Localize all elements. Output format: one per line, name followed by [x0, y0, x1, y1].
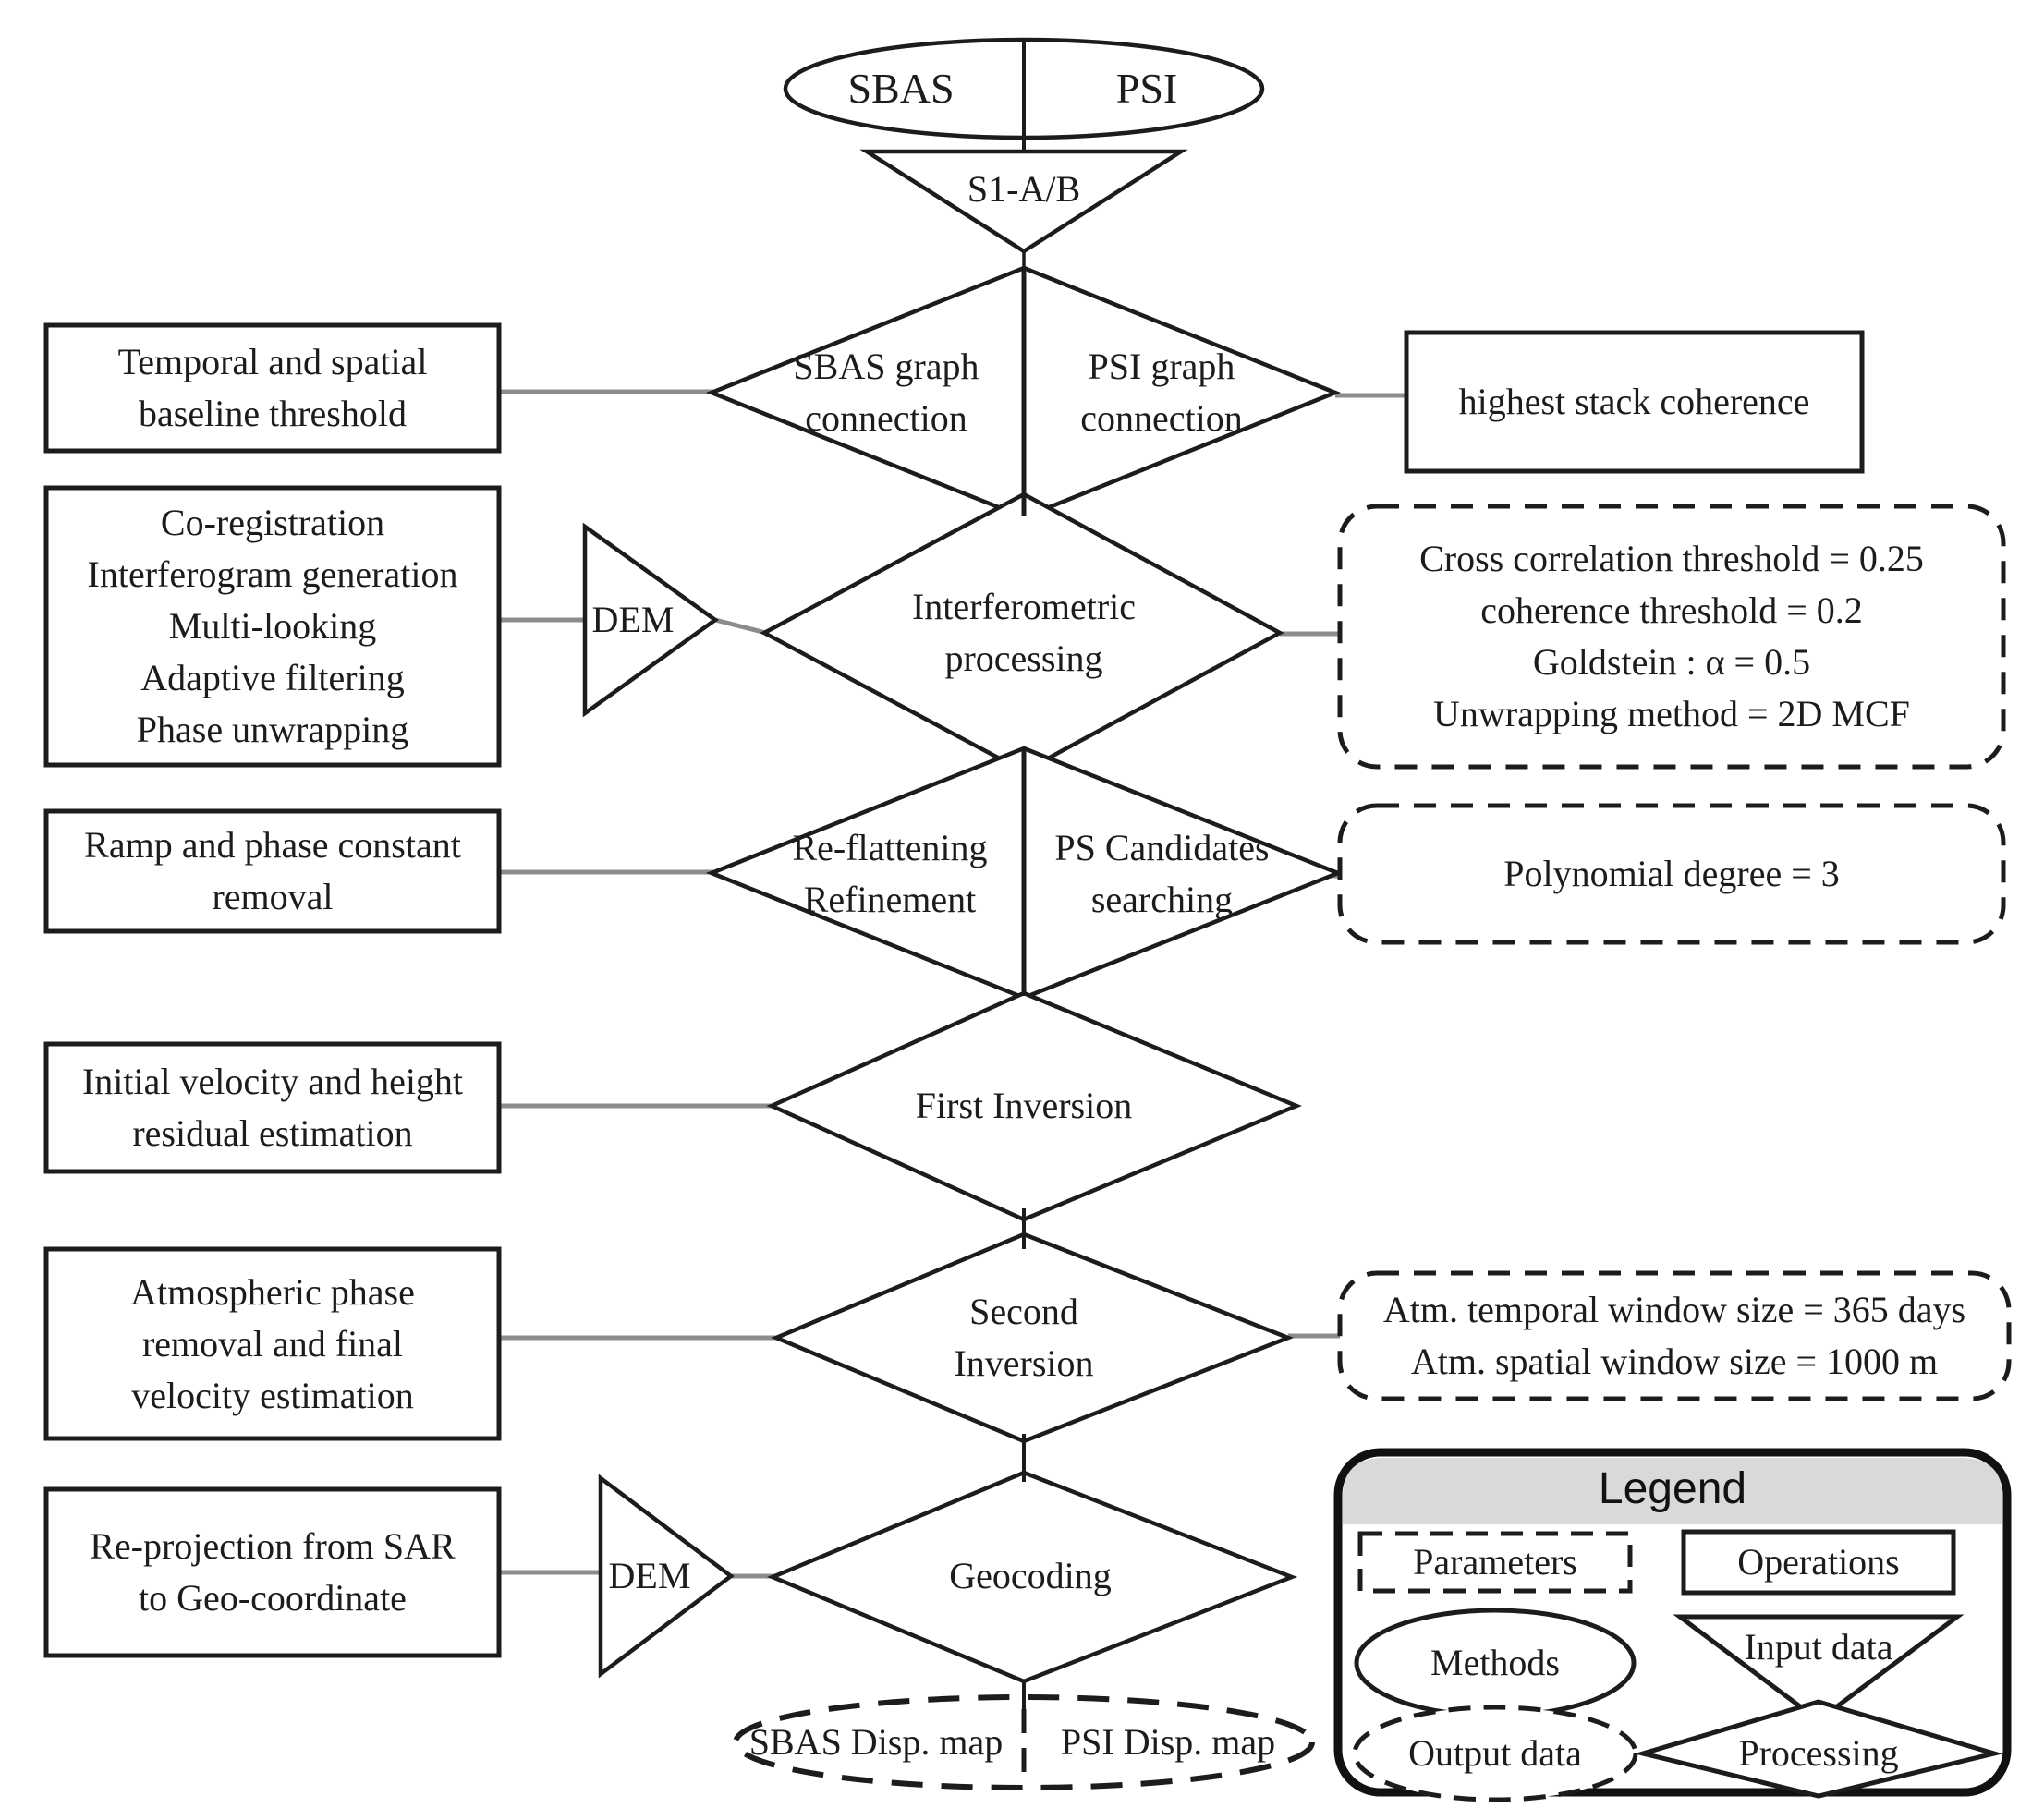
legend-parameters-shape	[1357, 1531, 1633, 1594]
operation-box-atmospheric	[43, 1246, 502, 1441]
legend-operations-shape	[1681, 1529, 1956, 1596]
input-triangle-dem2	[598, 1474, 735, 1679]
connector-dem1-to-interf	[714, 617, 767, 636]
output-ellipse-displacement-maps	[733, 1694, 1315, 1790]
legend-methods-shape	[1354, 1608, 1637, 1718]
input-triangle-dem1	[582, 522, 719, 718]
flowchart-shapes	[43, 37, 2012, 1790]
parameter-box-interferometric	[1337, 504, 2006, 770]
operation-box-baseline	[43, 322, 502, 454]
processing-diamond-geocoding	[767, 1470, 1298, 1684]
processing-diamond-interferometric	[760, 491, 1284, 774]
connector-lines	[499, 389, 1410, 1579]
processing-diamond-second-inversion	[771, 1232, 1295, 1444]
processing-diamond-first-inversion	[766, 990, 1302, 1222]
parameter-box-polynomial	[1337, 803, 2006, 945]
parameter-box-atmospheric	[1337, 1270, 2012, 1401]
operation-box-reprojection	[43, 1486, 502, 1658]
operation-box-interferometry	[43, 485, 502, 768]
operation-box-initial-velocity	[43, 1041, 502, 1174]
operation-box-ramp-removal	[43, 808, 502, 934]
legend-processing-shape	[1634, 1699, 2003, 1799]
legend-header-band	[1343, 1458, 2002, 1524]
legend-box	[1333, 1448, 2012, 1802]
legend-output-data-shape	[1352, 1705, 1638, 1802]
operation-box-stack-coherence	[1404, 330, 1865, 474]
legend-input-data-shape	[1673, 1614, 1965, 1724]
input-triangle-s1ab	[859, 149, 1188, 254]
